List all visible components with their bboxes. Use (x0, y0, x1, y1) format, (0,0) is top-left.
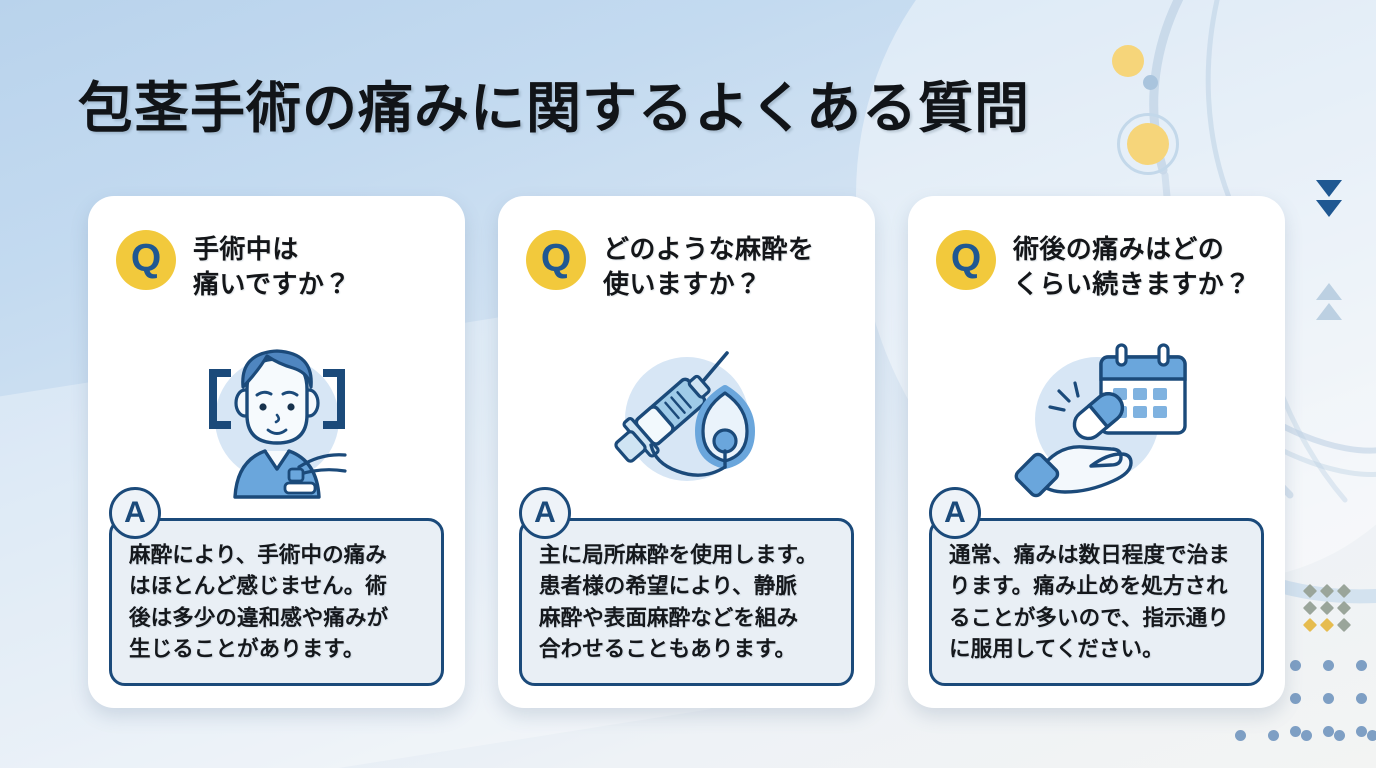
question-header: Q どのような麻酔を 使いますか？ (526, 230, 814, 301)
answer-box: 主に局所麻酔を使用します。 患者様の希望により、静脈 麻酔や表面麻酔などを組み … (519, 517, 854, 686)
syringe-anesthesia-mask-icon (613, 351, 755, 481)
answer-box: 麻酔により、手術中の痛み はほとんど感じません。術 後は多少の違和感や痛みが 生… (109, 517, 444, 686)
decor-ring-yellow (1117, 113, 1179, 175)
question-text: どのような麻酔を 使いますか？ (603, 230, 814, 301)
question-text: 手術中は 痛いですか？ (193, 230, 351, 301)
faq-card[interactable]: Q 術後の痛みはどの くらい続きますか？ (908, 196, 1285, 708)
answer-text: 通常、痛みは数日程度で治ま ります。痛み止めを処方され ることが多いので、指示通… (949, 540, 1244, 666)
decor-triangle-down-1 (1316, 180, 1342, 197)
question-line: 痛いですか？ (193, 268, 351, 299)
patient-portrait-icon (208, 349, 347, 499)
page-title: 包茎手術の痛みに関するよくある質問 (78, 77, 1031, 139)
question-text: 術後の痛みはどの くらい続きますか？ (1013, 230, 1251, 301)
answer-line: に服用してください。 (949, 637, 1164, 662)
question-line: 手術中は (193, 234, 299, 264)
question-line: 術後の痛みはどの (1013, 234, 1225, 264)
decor-dot-yellow-small (1112, 45, 1144, 77)
answer-block: A 麻酔により、手術中の痛み はほとんど感じません。術 後は多少の違和感や痛みが… (109, 486, 444, 686)
question-line: くらい続きますか？ (1013, 268, 1251, 299)
decor-dot-grid (1290, 660, 1367, 737)
answer-badge: A (109, 486, 161, 539)
answer-line: 通常、痛みは数日程度で治ま (949, 542, 1230, 567)
question-header: Q 手術中は 痛いですか？ (116, 230, 351, 301)
answer-line: ることが多いので、指示通り (949, 605, 1229, 630)
answer-line: 主に局所麻酔を使用します。 (539, 542, 818, 567)
decor-triangle-up-2 (1316, 303, 1342, 320)
answer-line: 生じることがあります。 (129, 637, 365, 662)
question-header: Q 術後の痛みはどの くらい続きますか？ (936, 230, 1251, 301)
answer-line: 麻酔や表面麻酔などを組み (539, 605, 799, 630)
faq-card-list: Q 手術中は 痛いですか？ (88, 196, 1285, 708)
question-line: どのような麻酔を (603, 234, 815, 264)
answer-block: A 通常、痛みは数日程度で治ま ります。痛み止めを処方され ることが多いので、指… (929, 486, 1264, 686)
answer-box: 通常、痛みは数日程度で治ま ります。痛み止めを処方され ることが多いので、指示通… (929, 517, 1264, 686)
decor-dot-blue-small (1143, 75, 1158, 90)
faq-card[interactable]: Q どのような麻酔を 使いますか？ (498, 196, 875, 708)
answer-badge: A (929, 486, 981, 539)
decor-triangle-down-2 (1316, 200, 1342, 217)
hand-pill-calendar-icon (1014, 343, 1187, 498)
answer-text: 麻酔により、手術中の痛み はほとんど感じません。術 後は多少の違和感や痛みが 生… (129, 540, 424, 666)
decor-diamond-grid (1302, 583, 1352, 633)
answer-text: 主に局所麻酔を使用します。 患者様の希望により、静脈 麻酔や表面麻酔などを組み … (539, 540, 834, 666)
faq-card[interactable]: Q 手術中は 痛いですか？ (88, 196, 465, 708)
question-badge: Q (936, 230, 996, 290)
decor-dot-row (1235, 730, 1376, 741)
card-illustration (498, 331, 875, 511)
answer-line: 合わせることもあります。 (539, 637, 797, 662)
question-badge: Q (526, 230, 586, 290)
card-illustration (88, 331, 465, 511)
answer-block: A 主に局所麻酔を使用します。 患者様の希望により、静脈 麻酔や表面麻酔などを組… (519, 486, 854, 686)
answer-line: 麻酔により、手術中の痛み (129, 542, 387, 567)
answer-line: ります。痛み止めを処方され (949, 574, 1228, 599)
card-illustration (908, 331, 1285, 511)
answer-line: 患者様の希望により、静脈 (539, 574, 797, 599)
question-badge: Q (116, 230, 176, 290)
question-line: 使いますか？ (603, 268, 762, 299)
answer-badge: A (519, 486, 571, 539)
decor-triangle-up-1 (1316, 283, 1342, 300)
answer-line: はほとんど感じません。術 (129, 574, 387, 599)
answer-line: 後は多少の違和感や痛みが (129, 605, 389, 630)
